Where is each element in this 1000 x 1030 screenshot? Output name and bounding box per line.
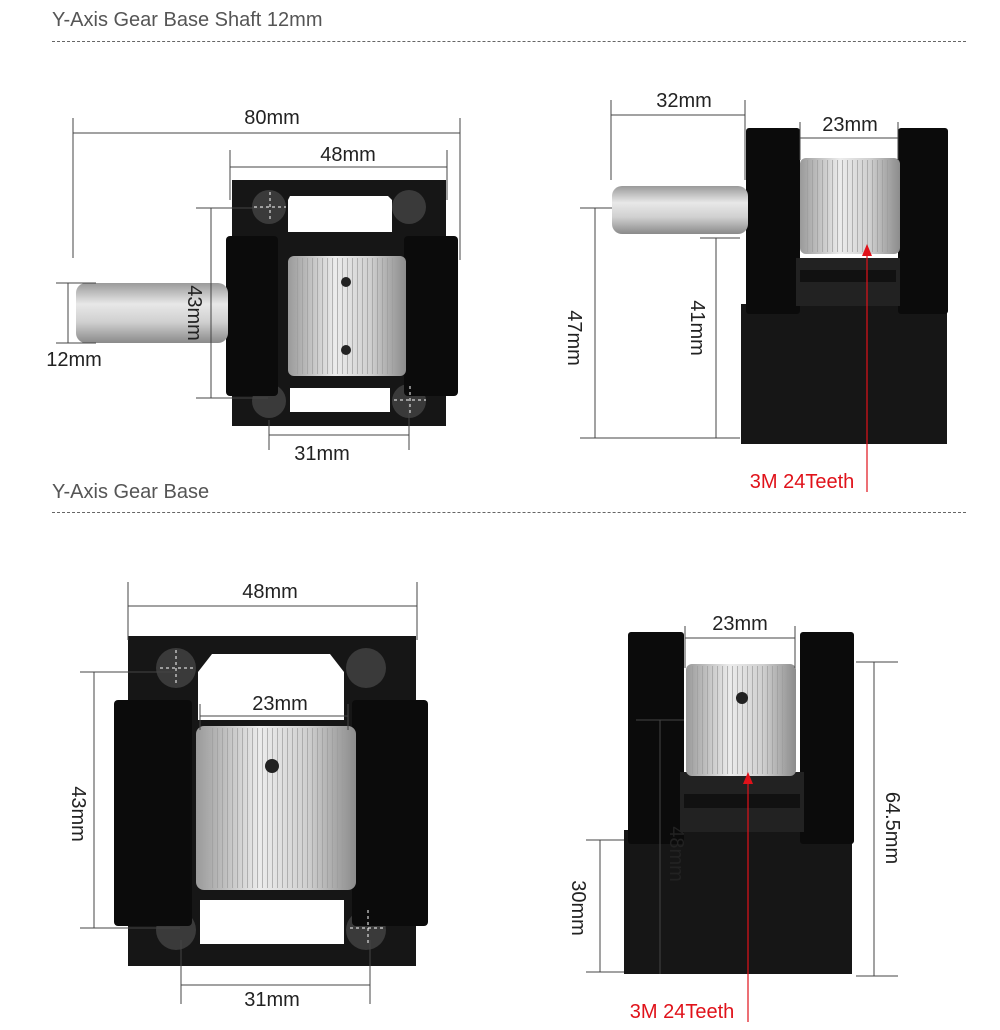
dim-inner-width: 48mm [320,144,376,166]
bottom-right-dimensions [586,626,898,1022]
dim-shaft-height: 41mm [686,300,708,356]
dim-base-height: 30mm [567,880,589,936]
dim-height: 43mm [67,786,89,842]
dim-height: 43mm [183,285,205,341]
section-divider [52,512,966,513]
top-right-dimensions [580,100,899,492]
pulley-label: 3M 24Teeth [750,471,855,493]
dim-pulley-width: 23mm [712,613,768,635]
dim-hole-spacing: 31mm [294,443,350,465]
dim-shaft-length: 32mm [656,90,712,112]
bottom-left-view [114,636,428,966]
top-right-view [612,128,948,444]
dim-axis-height: 48mm [665,826,687,882]
section-title-shaft: Y-Axis Gear Base Shaft 12mm [52,9,323,31]
pulley-label: 3M 24Teeth [630,1001,735,1023]
bottom-left-dimensions [80,582,418,1004]
top-left-view [76,180,458,426]
section-divider [52,41,966,42]
dim-total-height: 47mm [563,310,585,366]
dim-pulley-width: 23mm [252,693,308,715]
dim-shaft-diameter: 12mm [46,349,102,371]
dim-overall-width: 80mm [244,107,300,129]
dim-pulley-width: 23mm [822,114,878,136]
top-left-dimensions [56,118,461,450]
dim-hole-spacing: 31mm [244,989,300,1011]
dim-total-height: 64.5mm [881,792,903,864]
bottom-right-view [624,632,854,974]
dim-outer-width: 48mm [242,581,298,603]
section-title-base: Y-Axis Gear Base [52,481,210,503]
